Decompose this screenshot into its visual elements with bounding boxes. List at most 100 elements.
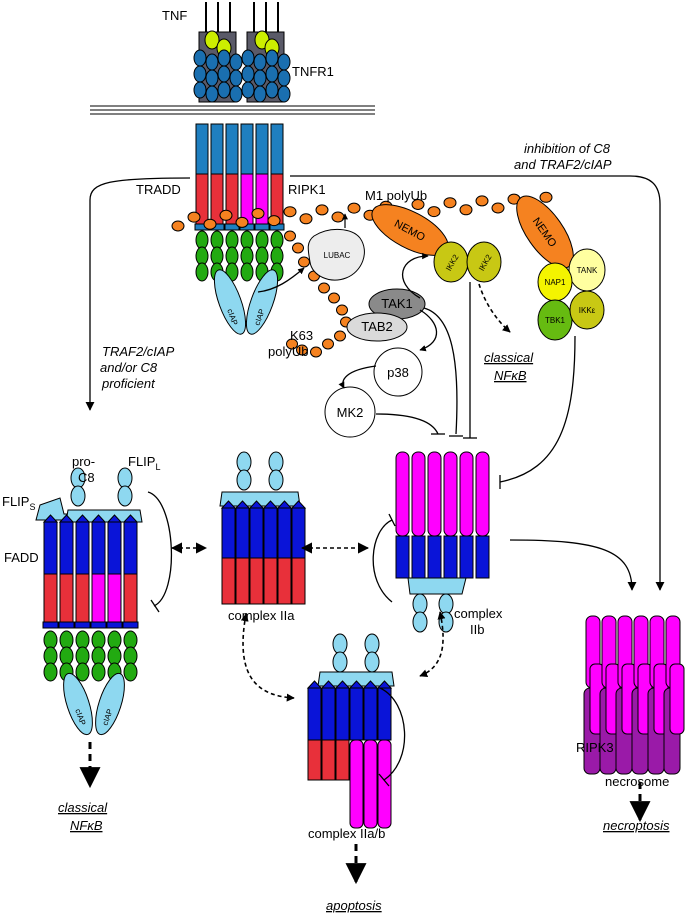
traf2-bead <box>59 646 74 666</box>
ripk1-subunit <box>349 739 364 829</box>
fadd-label: FADD <box>4 550 39 565</box>
complex-i-link <box>74 621 91 629</box>
ripk1-subunit <box>427 451 442 537</box>
traf2-bead <box>91 630 106 650</box>
m1-ub-bead <box>539 191 553 203</box>
traf2-bead <box>240 262 254 282</box>
tnfr1-bead <box>205 53 219 71</box>
tank-label: TANK <box>577 266 598 275</box>
classical-nfkb-outcome-2: NFκB <box>70 818 103 833</box>
complex-iia-label: complex IIa <box>228 608 295 623</box>
m1-ub-bead <box>267 215 281 227</box>
flipl-label: FLIPL <box>128 454 160 472</box>
m1-ub-bead <box>219 209 233 221</box>
traf2-bead <box>210 230 224 250</box>
tnfr1-bead <box>205 69 219 87</box>
apoptosis-label: apoptosis <box>326 898 382 913</box>
death-domain <box>291 557 306 605</box>
tnfr1-bead <box>253 69 267 87</box>
ripk1-subunit <box>443 451 458 537</box>
outcome-arrows <box>79 742 651 885</box>
tbk1-label: TBK1 <box>545 316 566 325</box>
procaspase8-head <box>332 633 348 655</box>
death-effector-domain <box>263 507 278 559</box>
death-effector-domain <box>321 687 336 741</box>
death-effector-domain <box>335 687 350 741</box>
tradd-domain <box>210 123 224 175</box>
traf2-bead <box>43 662 58 682</box>
ripk1-label: RIPK1 <box>288 182 326 197</box>
m1-ub-bead <box>187 211 201 223</box>
traf2-bead <box>225 246 239 266</box>
proficient-label-3: proficient <box>101 376 156 391</box>
m1-ub-bead <box>443 197 457 209</box>
proficient-label-2: and/or C8 <box>100 360 158 375</box>
tnfr1-bead <box>277 85 291 103</box>
k63-polyub-label: polyUb <box>268 344 308 359</box>
complex-i-link <box>42 621 59 629</box>
death-effector-domain <box>395 535 410 579</box>
inhibition-label-2: and TRAF2/cIAP <box>514 157 612 172</box>
death-domain <box>91 573 106 623</box>
inhibition-label-1: inhibition of C8 <box>524 141 611 156</box>
dashed-arrows <box>170 283 511 702</box>
ripk1-domain <box>240 173 254 225</box>
mk2-node: MK2 <box>324 386 376 438</box>
death-effector-domain <box>43 521 58 575</box>
death-effector-domain <box>363 687 378 741</box>
lubac-label: LUBAC <box>324 251 351 260</box>
m1-ub-bead <box>347 202 361 214</box>
death-effector-domain <box>377 687 392 741</box>
k63-ub-bead <box>296 344 308 356</box>
tradd-domain <box>195 123 209 175</box>
traf2-bead <box>75 662 90 682</box>
tnfr1-bead <box>229 53 243 71</box>
complex-iia-b <box>306 633 395 829</box>
traf2-bead <box>195 262 209 282</box>
death-effector-domain <box>475 535 490 579</box>
death-domain <box>235 557 250 605</box>
ubiquitin-chains <box>171 191 553 358</box>
ripk1-subunit <box>377 739 392 829</box>
p38-label: p38 <box>387 365 409 380</box>
death-effector-domain <box>107 521 122 575</box>
p38-node: p38 <box>373 347 423 397</box>
complex-i-link <box>106 621 123 629</box>
traf2-bead <box>210 246 224 266</box>
tradd-domain <box>225 123 239 175</box>
classical-nfkb-label-2: NFκB <box>494 368 527 383</box>
classical-nfkb-label-1: classical <box>484 350 534 365</box>
traf2-bead <box>225 230 239 250</box>
k63-ub-bead <box>286 338 298 350</box>
m1-ub-bead <box>427 206 441 218</box>
death-domain <box>249 557 264 605</box>
mk2-label: MK2 <box>337 405 364 420</box>
k63-ub-bead <box>334 330 346 342</box>
proc8-label-1: pro- <box>72 454 95 469</box>
tnfr1-bead <box>229 85 243 103</box>
pathway-arrows <box>85 175 665 787</box>
tnfr1-bead <box>265 65 279 83</box>
lubac-complex: LUBAC <box>307 213 365 281</box>
tab2-label: TAB2 <box>361 319 393 334</box>
necroptosis-label: necroptosis <box>603 818 670 833</box>
death-effector-domain <box>427 535 442 579</box>
death-effector-domain <box>91 521 106 575</box>
tnf-subunit <box>204 30 220 50</box>
tnfr1-bead <box>193 65 207 83</box>
m1-ub-bead <box>171 220 185 232</box>
death-domain <box>43 573 58 623</box>
complex-i-link <box>122 621 139 629</box>
tnfr1-bead <box>241 49 255 67</box>
traf2-bead <box>123 646 138 666</box>
traf2-bead <box>195 230 209 250</box>
death-effector-domain <box>221 507 236 559</box>
traf2-bead <box>75 630 90 650</box>
k63-ub-bead <box>322 338 334 350</box>
ripk1-subunit <box>459 451 474 537</box>
caspase8-platform <box>407 577 467 595</box>
ciap-subunit <box>63 672 93 736</box>
nemo-ikk-complex: NEMO IKK2 IKK2 <box>371 204 502 283</box>
traf2-bead <box>75 646 90 666</box>
